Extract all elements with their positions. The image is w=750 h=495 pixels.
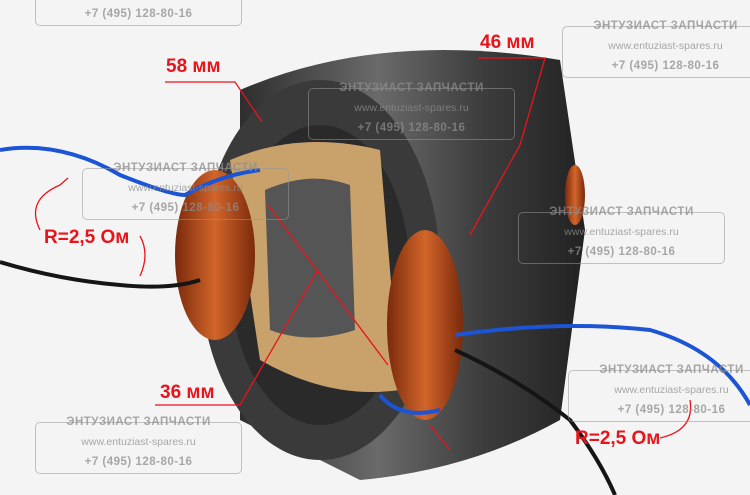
watermark-title: ЭНТУЗИАСТ ЗАПЧАСТИ: [66, 416, 211, 428]
resistance-left-label: R=2,5 Ом: [44, 227, 130, 248]
watermark-title: ЭНТУЗИАСТ ЗАПЧАСТИ: [549, 206, 694, 218]
watermark-phone: +7 (495) 128-80-16: [611, 60, 720, 72]
watermark-phone: +7 (495) 128-80-16: [617, 404, 726, 416]
black-wire-left: [0, 260, 201, 289]
blue-wire-left: [0, 145, 261, 198]
coil-left: [175, 170, 255, 340]
watermark-site: www.entuziast-spares.ru: [608, 40, 723, 52]
length-label: 58 мм: [166, 56, 221, 77]
watermark: ЭНТУЗИАСТ ЗАПЧАСТИ www.entuziast-spares.r…: [568, 364, 750, 422]
watermark-phone: +7 (495) 128-80-16: [131, 202, 240, 214]
watermark-phone: +7 (495) 128-80-16: [84, 8, 193, 20]
watermark-site: www.entuziast-spares.ru: [354, 102, 469, 114]
watermark-phone: +7 (495) 128-80-16: [84, 456, 193, 468]
watermark: ЭНТУЗИАСТ ЗАПЧАСТИ www.entuziast-spares.r…: [82, 162, 289, 220]
watermark-phone: +7 (495) 128-80-16: [357, 122, 466, 134]
watermark: ЭНТУЗИАСТ ЗАПЧАСТИ www.entuziast-spares.r…: [562, 20, 750, 78]
watermark: ЭНТУЗИАСТ ЗАПЧАСТИ www.entuziast-spares.r…: [35, 416, 242, 474]
watermark-site: www.entuziast-spares.ru: [81, 436, 196, 448]
outer-width-label: 46 мм: [480, 32, 535, 53]
blue-wire-right: [454, 324, 750, 406]
watermark-site: www.entuziast-spares.ru: [564, 226, 679, 238]
watermark-title: ЭНТУЗИАСТ ЗАПЧАСТИ: [599, 364, 744, 376]
watermark: ЭНТУЗИАСТ ЗАПЧАСТИwww.entuziast-spares.r…: [35, 0, 242, 26]
dimension-lines: [34, 57, 692, 451]
watermark: ЭНТУЗИАСТ ЗАПЧАСТИ www.entuziast-spares.r…: [308, 82, 515, 140]
watermark-phone: +7 (495) 128-80-16: [567, 246, 676, 258]
watermark-site: www.entuziast-spares.ru: [128, 182, 243, 194]
coil-right: [387, 230, 463, 420]
watermark-title: ЭНТУЗИАСТ ЗАПЧАСТИ: [339, 82, 484, 94]
watermark-title: ЭНТУЗИАСТ ЗАПЧАСТИ: [113, 162, 258, 174]
watermark-site: www.entuziast-spares.ru: [614, 384, 729, 396]
watermark-title: ЭНТУЗИАСТ ЗАПЧАСТИ: [593, 20, 738, 32]
inner-diameter-label: 36 мм: [160, 382, 215, 403]
watermark: ЭНТУЗИАСТ ЗАПЧАСТИ www.entuziast-spares.r…: [518, 206, 725, 264]
resistance-right-label: R=2,5 Ом: [575, 428, 661, 449]
